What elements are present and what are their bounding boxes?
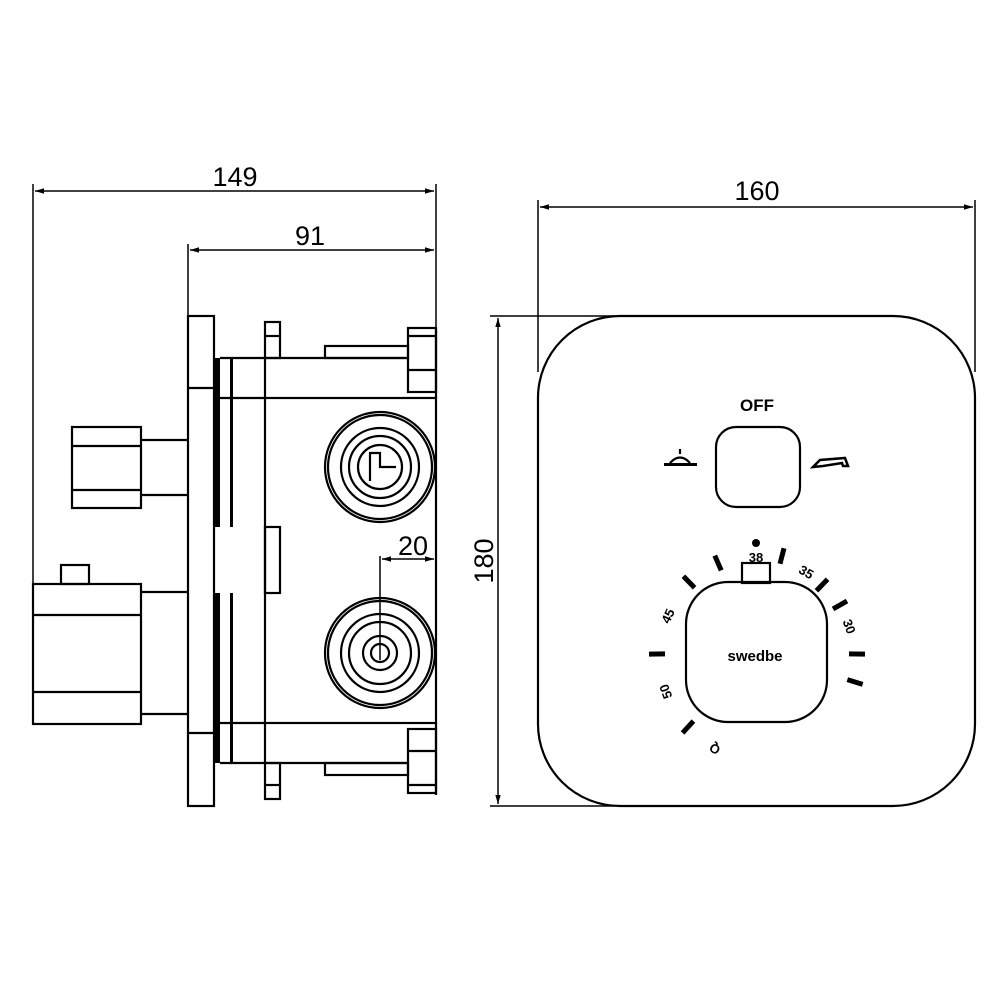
scale-label-50: 50 [656,682,675,701]
diverter-button [714,425,802,509]
scale-tick [681,574,697,590]
nut [406,727,438,795]
dimension-plate-height: 180 [469,315,615,807]
scale-tick [846,677,864,687]
scale-label-35: 35 [796,562,816,582]
scale-tick [680,719,696,735]
cover-plate [536,314,977,808]
thermostat-dial: swedbe 38 35 30 45 50 Q [648,539,866,758]
scale-tick [777,547,787,565]
scale-label-45: 45 [658,606,678,625]
indicator-dot [752,539,760,547]
brand-label: swedbe [727,648,782,665]
bath-spout-icon [809,456,850,469]
outlet-upper [323,410,437,524]
dimension-body-depth: 91 [187,221,434,316]
dimension-label-91: 91 [295,221,325,251]
side-view: 149 91 [31,162,438,808]
dimension-label-180: 180 [469,538,499,583]
mounting-plate [186,314,216,808]
scale-tick [831,598,849,612]
scale-label-q: Q [707,740,723,758]
dimension-outlet-offset: 20 [379,531,434,660]
shower-head-icon [664,449,697,466]
scale-label-38: 38 [749,550,763,565]
dimension-label-160: 160 [734,176,779,206]
scale-tick [712,554,724,572]
scale-ticks [648,547,866,735]
dimension-label-20: 20 [398,531,428,561]
scale-label-30: 30 [840,617,859,636]
dimension-label-149: 149 [212,162,257,192]
dimension-plate-width: 160 [537,176,976,372]
scale-tick [814,577,830,593]
off-label: OFF [740,396,774,415]
seal-bar [214,358,220,527]
nut [406,326,438,394]
thermostat-handle-side [31,563,188,726]
dimension-overall-depth: 149 [32,162,437,725]
seal-bar [214,593,220,763]
front-view: 160 180 OFF swedbe 38 35 30 45 [469,176,977,808]
diverter-handle-side [70,425,188,510]
